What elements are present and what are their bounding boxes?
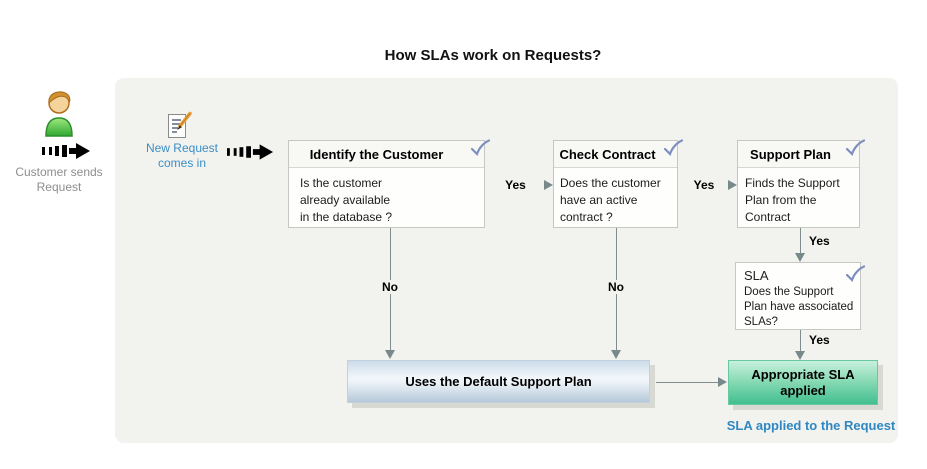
support-plan-question: Finds the Support Plan from the Contract — [745, 176, 840, 224]
sla-applied-footer-note: SLA applied to the Request — [726, 418, 896, 433]
approved-check-icon — [845, 139, 866, 157]
connector-sla-to-applied — [800, 330, 801, 351]
check-contract-box: Check Contract Does the customer have an… — [553, 139, 684, 228]
arrowhead-icon — [795, 351, 805, 360]
hatched-arrow-icon — [42, 143, 90, 159]
customer-person-icon — [45, 91, 73, 137]
arrowhead-icon — [611, 350, 621, 359]
arrowhead-icon — [385, 350, 395, 359]
yes-label: Yes — [680, 178, 728, 192]
check-contract-question: Does the customer have an active contrac… — [560, 176, 661, 224]
approved-check-icon — [470, 139, 491, 157]
page-title: How SLAs work on Requests? — [384, 47, 602, 64]
approved-check-icon — [845, 265, 866, 283]
check-contract-header: Check Contract — [554, 139, 684, 168]
no-label: No — [370, 280, 410, 294]
support-plan-header: Support Plan — [738, 139, 866, 168]
arrowhead-icon — [544, 180, 553, 190]
hatched-arrow-icon — [227, 144, 274, 160]
identify-customer-question: Is the customer already available in the… — [300, 176, 393, 224]
identify-customer-box: Identify the Customer Is the customer al… — [288, 139, 491, 228]
new-request-label: New Request comes in — [145, 141, 219, 170]
sla-question: Does the Support Plan have associated SL… — [744, 286, 854, 328]
support-plan-title: Support Plan — [750, 146, 831, 162]
yes-label: Yes — [809, 234, 830, 248]
appropriate-sla-applied-box: Appropriate SLA applied — [728, 360, 878, 405]
connector-support-to-sla — [800, 228, 801, 253]
identify-customer-title: Identify the Customer — [309, 146, 444, 162]
customer-sends-request-label: Customer sends Request — [15, 165, 103, 194]
sla-box: SLA Does the Support Plan have associate… — [735, 262, 866, 330]
support-plan-box: Support Plan Finds the Support Plan from… — [737, 139, 866, 228]
new-request-icon — [168, 111, 192, 138]
no-label: No — [596, 280, 636, 294]
sla-title: SLA — [744, 268, 769, 283]
yes-label: Yes — [487, 178, 544, 192]
approved-check-icon — [663, 139, 684, 157]
arrowhead-icon — [728, 180, 737, 190]
check-contract-title: Check Contract — [559, 146, 656, 162]
connector-default-to-applied — [656, 382, 718, 383]
default-support-plan-box: Uses the Default Support Plan — [347, 360, 650, 403]
yes-label: Yes — [809, 333, 830, 347]
arrowhead-icon — [718, 377, 727, 387]
arrowhead-icon — [795, 253, 805, 262]
identify-customer-header: Identify the Customer — [289, 139, 491, 168]
